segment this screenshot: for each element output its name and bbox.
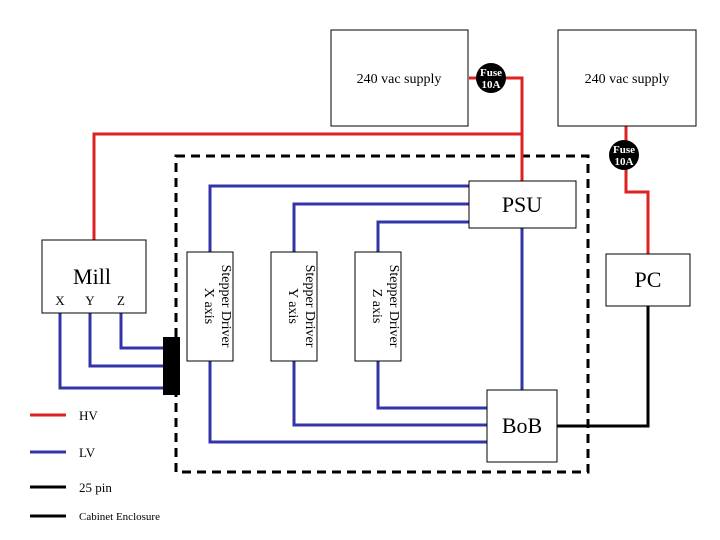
connector-block [163,337,180,395]
mill-axis-x: X [55,293,65,308]
z-driver-box [354,251,402,362]
fuse-left-line2: 10A [482,79,501,91]
hv-wire-pc-lower [624,168,650,254]
cabinet-enclosure [174,154,590,474]
hv-wires [92,76,650,254]
z-driver-line2: Stepper Driver [386,265,401,348]
pc-label: PC [635,267,662,292]
x-driver-box [186,251,234,362]
lv-y-driver-bob [292,361,487,427]
fuse-right-line1: Fuse [613,144,635,156]
lv-x-driver-bob [208,361,487,444]
bob-box [486,389,558,463]
mill-box [41,239,147,314]
bob-label: BoB [502,413,542,438]
supply-left-box [330,29,469,127]
x-driver-line2: Stepper Driver [218,265,233,348]
fuse-left [476,63,506,93]
x-driver-line1: X axis [201,288,216,324]
lv-wires [58,184,524,444]
y-driver-box [270,251,318,362]
lv-mill-x [58,313,163,390]
supply-left-label: 240 vac supply [357,72,442,87]
supply-right-label: 240 vac supply [585,72,670,87]
mill-axis-y: Y [85,293,95,308]
pc-box [605,253,691,307]
legend-label-25pin: 25 pin [79,480,112,495]
fuse-left-line1: Fuse [480,67,502,79]
lv-psu-z-driver [376,220,469,252]
psu-label: PSU [502,192,542,217]
legend: HV LV 25 pin Cabinet Enclosure [30,408,160,523]
mill-axis-z: Z [117,293,125,308]
lv-mill-z [119,313,163,350]
lv-psu-y-driver [292,202,469,252]
lv-mill-y [88,313,163,368]
legend-label-enclosure: Cabinet Enclosure [79,511,160,523]
hv-wire-mill [92,132,522,240]
pin25-cable [557,306,650,428]
fuse-right-line2: 10A [615,156,634,168]
hv-wire-psu [502,76,524,182]
legend-label-lv: LV [79,445,96,460]
y-driver-line1: Y axis [285,288,300,324]
legend-label-hv: HV [79,408,98,423]
lv-z-driver-bob [376,361,487,410]
z-driver-line1: Z axis [369,289,384,324]
y-driver-line2: Stepper Driver [302,265,317,348]
supply-right-box [557,29,697,127]
lv-psu-x-driver [208,184,469,252]
mill-label: Mill [73,264,111,289]
fuse-right [609,140,639,170]
psu-box [468,180,577,229]
